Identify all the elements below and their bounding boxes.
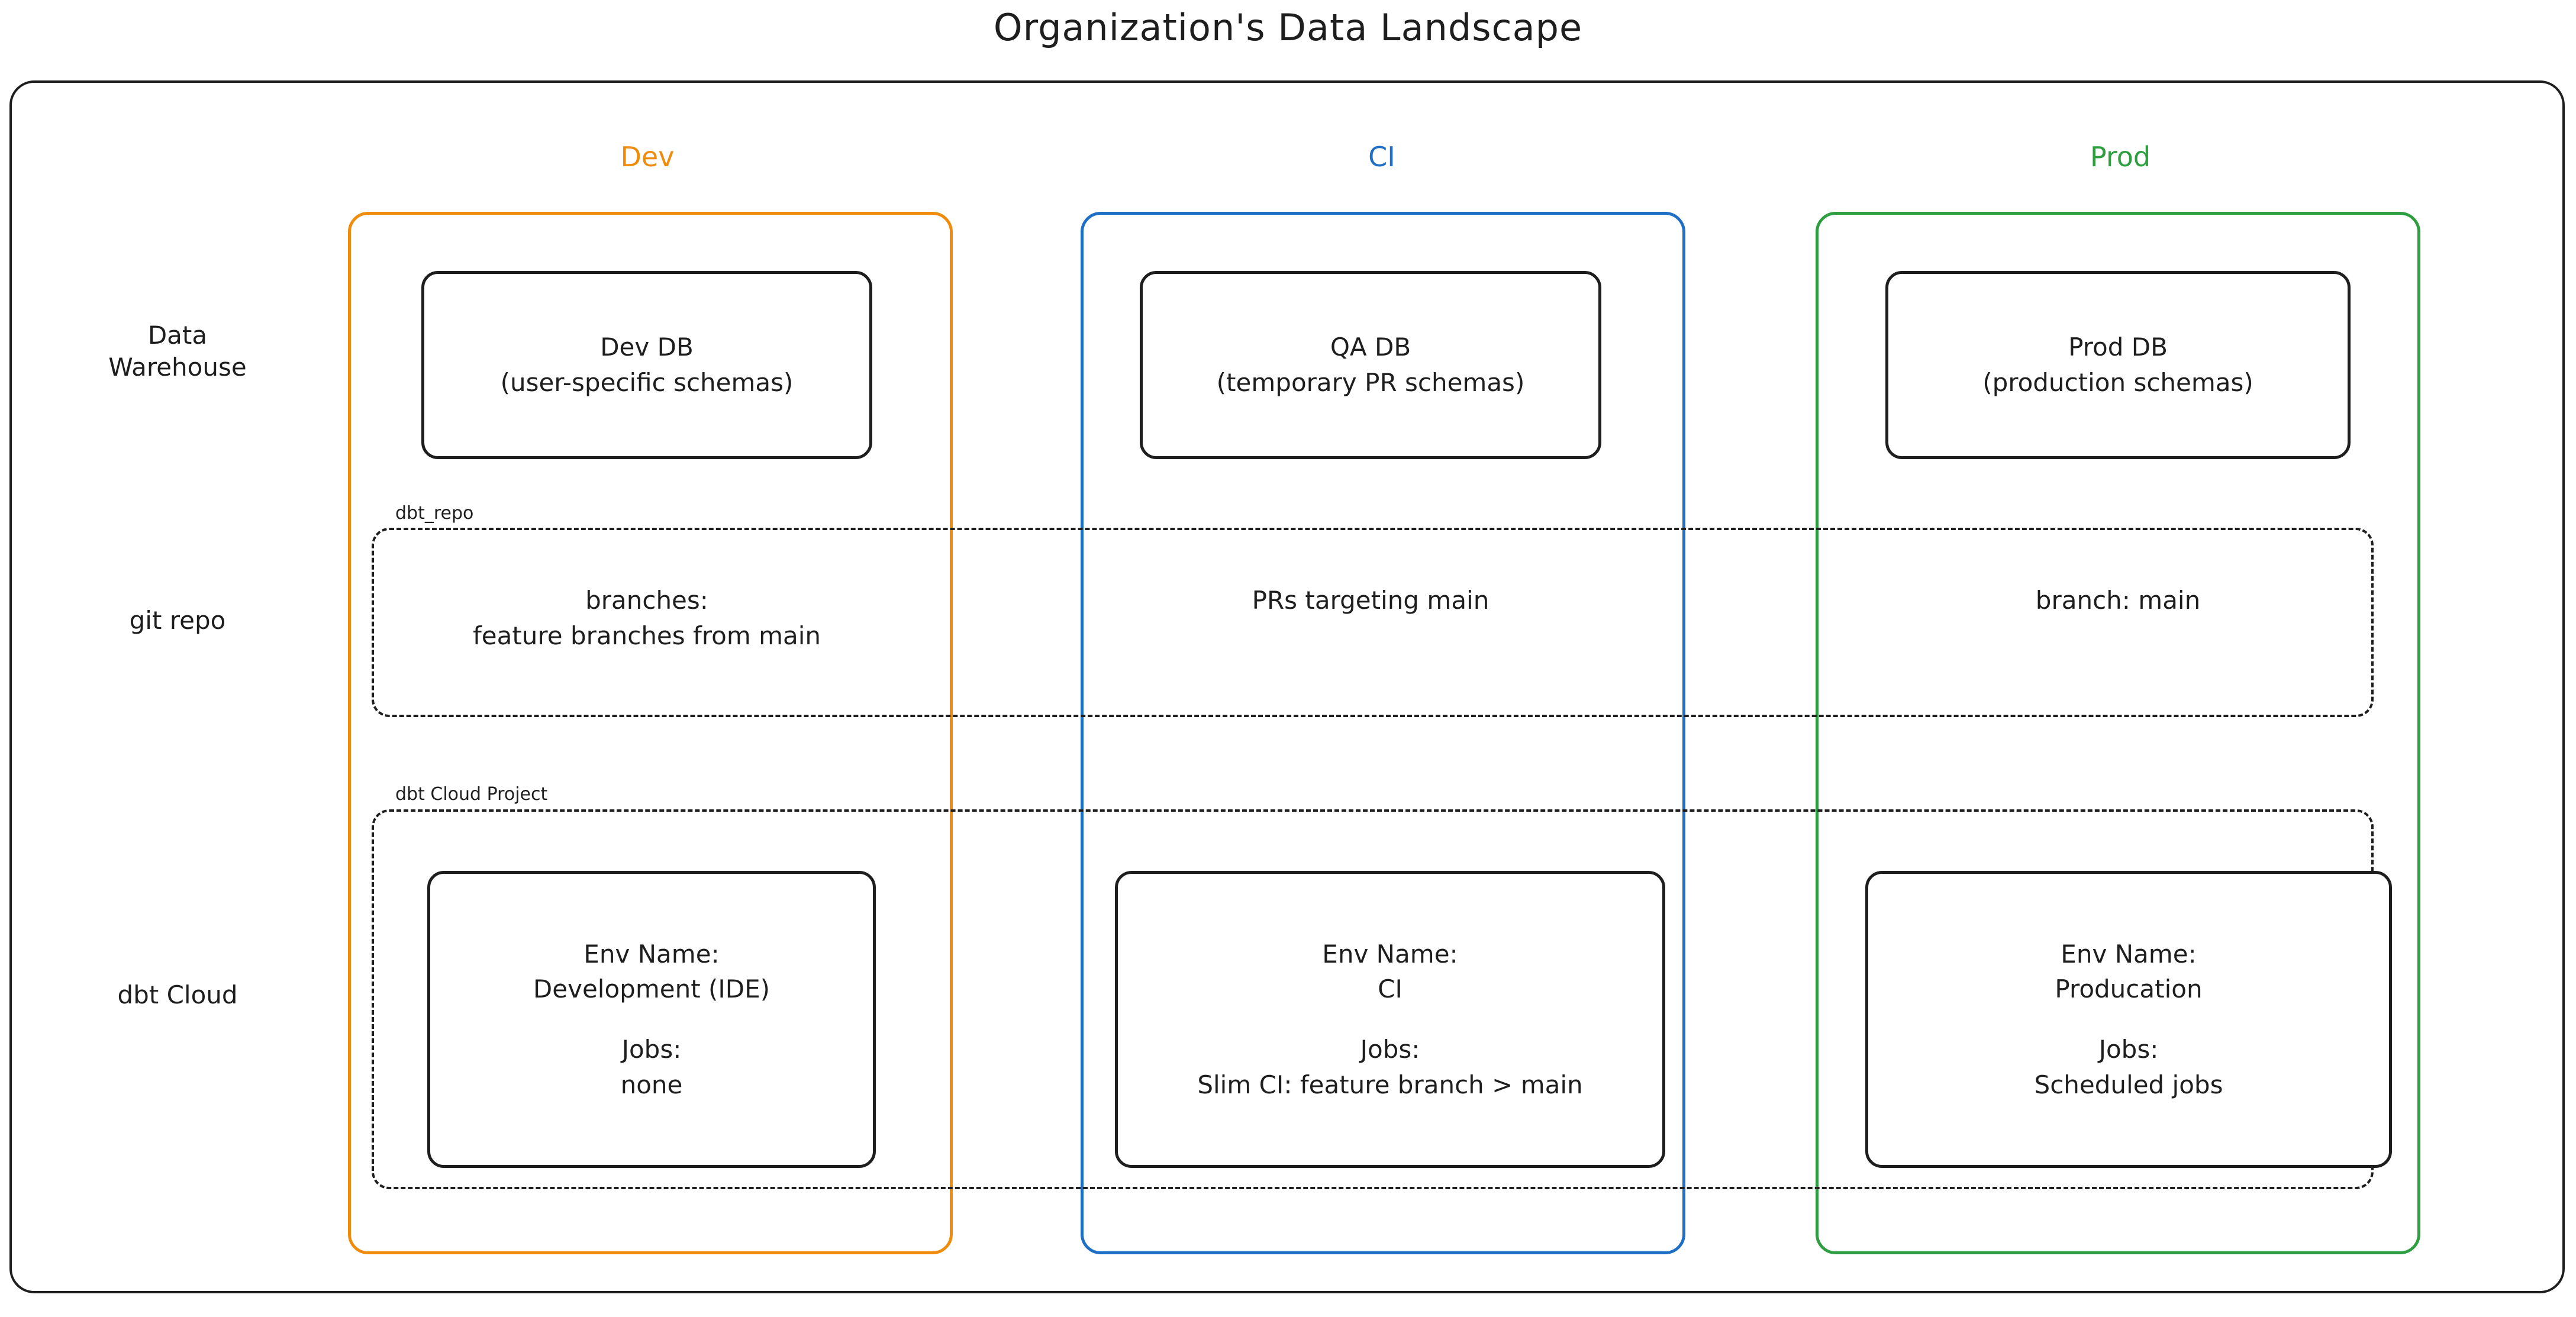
outer-frame <box>9 80 2565 1293</box>
node-qa-db[interactable]: QA DB (temporary PR schemas) <box>1140 271 1601 459</box>
node-spacer <box>1197 1007 1582 1032</box>
column-container-ci[interactable] <box>1081 212 1685 1254</box>
jobs-label: Jobs: <box>2098 1035 2159 1064</box>
group-label-dbt-repo: dbt_repo <box>395 503 474 524</box>
jobs-label: Jobs: <box>621 1035 682 1064</box>
cell-line1: branches: <box>585 586 708 615</box>
node-spacer <box>533 1007 770 1032</box>
node-dbt-cloud-ci[interactable]: Env Name: CI Jobs: Slim CI: feature bran… <box>1115 871 1665 1168</box>
cell-git-dev: branches: feature branches from main <box>421 583 872 653</box>
env-name-label: Env Name: <box>2061 939 2197 969</box>
node-line1: Prod DB <box>2068 333 2168 362</box>
cell-line2: feature branches from main <box>472 621 821 650</box>
row-label-git-repo: git repo <box>36 605 320 637</box>
cell-line1: PRs targeting main <box>1252 586 1489 615</box>
jobs-value: none <box>620 1070 683 1099</box>
node-dbt-cloud-dev[interactable]: Env Name: Development (IDE) Jobs: none <box>427 871 876 1168</box>
jobs-value: Scheduled jobs <box>2034 1070 2223 1099</box>
jobs-label: Jobs: <box>1360 1035 1420 1064</box>
row-label-line2: Warehouse <box>108 352 247 382</box>
column-label-ci: CI <box>1368 141 1395 173</box>
group-container-dbt-repo[interactable] <box>372 528 2374 717</box>
column-label-dev: Dev <box>620 141 675 173</box>
env-name-label: Env Name: <box>583 939 720 969</box>
node-spacer <box>2035 1007 2223 1032</box>
column-label-prod: Prod <box>2090 141 2151 173</box>
group-label-dbt-cloud-project: dbt Cloud Project <box>395 784 548 805</box>
env-name-value: CI <box>1378 974 1403 1004</box>
node-line2: (user-specific schemas) <box>500 368 794 397</box>
node-dev-db[interactable]: Dev DB (user-specific schemas) <box>421 271 872 459</box>
column-container-dev[interactable] <box>348 212 953 1254</box>
row-label-line1: Data <box>147 321 208 350</box>
env-name-value: Development (IDE) <box>533 974 770 1004</box>
cell-git-prod: branch: main <box>1885 583 2351 618</box>
node-line2: (temporary PR schemas) <box>1216 368 1525 397</box>
node-line1: QA DB <box>1330 333 1411 362</box>
env-name-value: Producation <box>2055 974 2203 1004</box>
cell-line1: branch: main <box>2035 586 2201 615</box>
cell-git-ci: PRs targeting main <box>1140 583 1601 618</box>
page-title: Organization's Data Landscape <box>993 6 1583 49</box>
env-name-label: Env Name: <box>1322 939 1458 969</box>
row-label-line1: git repo <box>129 606 226 635</box>
node-prod-db[interactable]: Prod DB (production schemas) <box>1885 271 2351 459</box>
node-line2: (production schemas) <box>1982 368 2253 397</box>
row-label-line1: dbt Cloud <box>117 980 238 1009</box>
column-container-prod[interactable] <box>1816 212 2420 1254</box>
row-label-data-warehouse: Data Warehouse <box>36 319 320 383</box>
row-label-dbt-cloud: dbt Cloud <box>36 979 320 1011</box>
node-line1: Dev DB <box>600 333 694 362</box>
node-dbt-cloud-prod[interactable]: Env Name: Producation Jobs: Scheduled jo… <box>1865 871 2392 1168</box>
jobs-value: Slim CI: feature branch > main <box>1197 1070 1583 1099</box>
